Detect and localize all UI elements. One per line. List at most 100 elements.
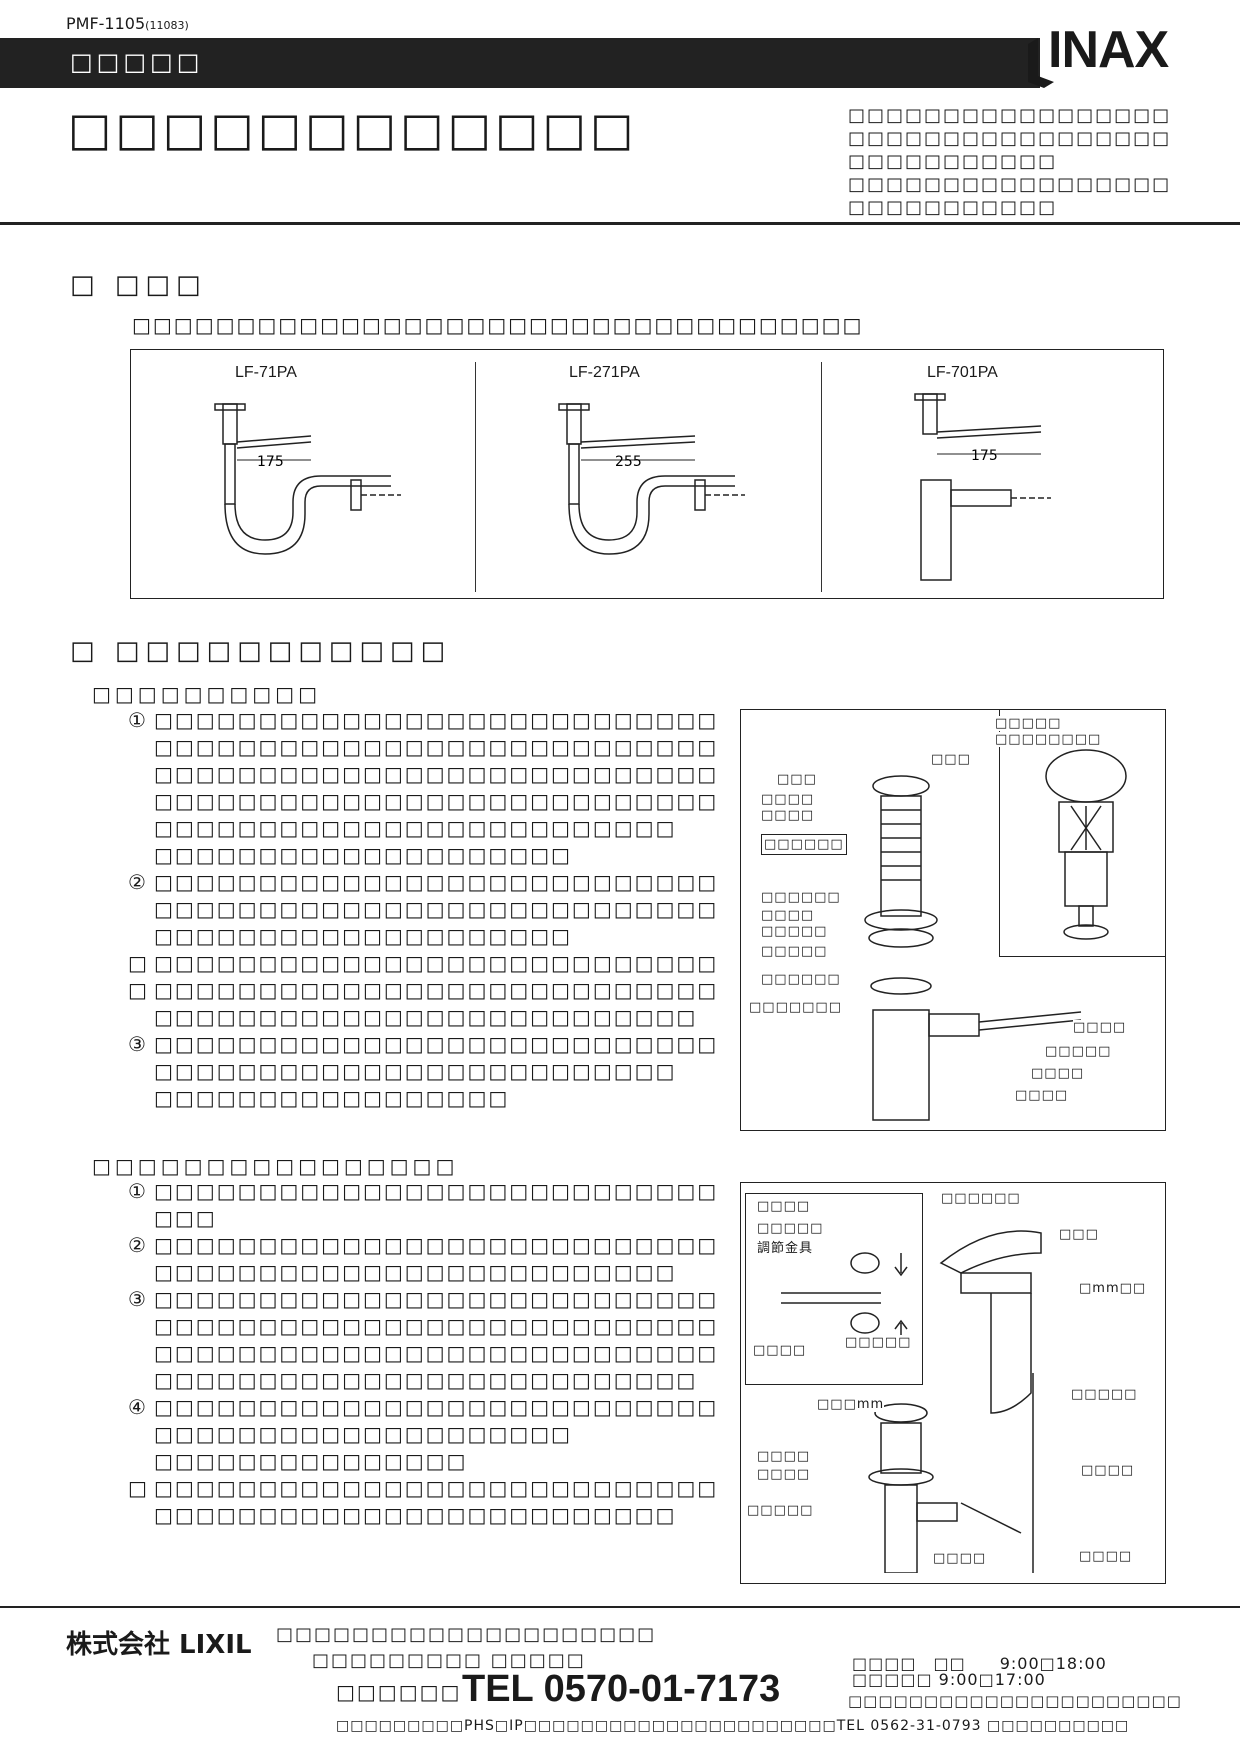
title-note-line: □□□□□□□□□□□□□□□□□ [848, 174, 1172, 195]
step-text: □□□□□□□□□□□□□□□□□□□□□□□□□□□ [154, 1476, 719, 1500]
step-text: □□□□□□□□□□□□□□□□□□□□□□□□□□□ [154, 1314, 719, 1338]
company-name: 株式会社 LIXIL [66, 1630, 252, 1660]
step-text: □□□□□□□□□□□□□□□□□□□□□□□□□□□ [154, 897, 719, 921]
title-note-line: □□□□□□□□□□□ [848, 197, 1058, 218]
step-line: □□□□□□□□□□□□□□□□□□□□□□□□□□□□ [128, 977, 728, 1004]
figure-callout: □□□□□ [995, 716, 1062, 731]
doc-code-main: PMF-1105 [66, 14, 146, 33]
section-heading-products: □ □□□ [70, 270, 207, 300]
step-text: □□□□□□□□□□□□□□□□□□□□□□□□□ [154, 1503, 677, 1527]
step-line: □□□ [128, 1205, 728, 1232]
step-text: □□□□□□□□□□□□□□□□□□□□□□□□□ [154, 816, 677, 840]
step-line: ④□□□□□□□□□□□□□□□□□□□□□□□□□□□ [128, 1394, 728, 1421]
step-line: □□□□□□□□□□□□□□□ [128, 1448, 728, 1475]
step-number: ③ [128, 1287, 148, 1311]
step-text: □□□□□□□□□□□□□□□ [154, 1449, 468, 1473]
step-list-1: ①□□□□□□□□□□□□□□□□□□□□□□□□□□□□□□□□□□□□□□□… [128, 707, 728, 1112]
step-text: □□□□□□□□□□□□□□□□□□□□□□□□□□□ [154, 1032, 719, 1056]
dimension-label: 255 [615, 454, 642, 470]
figure-callout: □□□□ [757, 1199, 811, 1214]
step-text: □□□□□□□□□□□□□□□□□□□□□□□□□□□ [154, 870, 719, 894]
step-item: ②□□□□□□□□□□□□□□□□□□□□□□□□□□□□□□□□□□□□□□□… [128, 1232, 728, 1286]
step-line: □□□□□□□□□□□□□□□□□□□□□□□□□□□ [128, 1340, 728, 1367]
step-line: □□□□□□□□□□□□□□□□□□□□□□□□□□□□ [128, 1475, 728, 1502]
step-item: ④□□□□□□□□□□□□□□□□□□□□□□□□□□□□□□□□□□□□□□□… [128, 1394, 728, 1448]
step-line: ①□□□□□□□□□□□□□□□□□□□□□□□□□□□ [128, 1178, 728, 1205]
subsection-heading-1: □□□□□□□□□□ [92, 682, 321, 706]
figure-callout: □□□ [777, 772, 817, 787]
figure-callout: □□□□ [761, 792, 815, 807]
step-item: □□□□□□□□□□□□□□□□□□□□□□□□□□□□□□□□□□□□□□□□… [128, 1475, 728, 1529]
step-number: ③ [128, 1032, 148, 1056]
tel-number: TEL 0570-01-7173 [462, 1668, 781, 1710]
figure-callout: □□□□ [933, 1551, 987, 1566]
figure-callout: □□□mm [817, 1397, 885, 1412]
header-band [0, 38, 1040, 88]
title-note-line: □□□□□□□□□□□□□□□□□ [848, 105, 1172, 126]
figure-callout: □□□□ [757, 1467, 811, 1482]
step-line: ③□□□□□□□□□□□□□□□□□□□□□□□□□□□ [128, 1031, 728, 1058]
header-divider [0, 222, 1240, 225]
step-text: □□□□□□□□□□□□□□□□□□□□□□□□□□□ [154, 1287, 719, 1311]
step-text: □□□□□□□□□□□□□□□□□□□□□□□□□□ [154, 1368, 698, 1392]
step-line: □□□□□□□□□□□□□□□□□□□□ [128, 1421, 728, 1448]
step-line: ②□□□□□□□□□□□□□□□□□□□□□□□□□□□ [128, 1232, 728, 1259]
step-number: ④ [128, 1395, 148, 1419]
title-note-line: □□□□□□□□□□□ [848, 151, 1058, 172]
footer-divider [0, 1606, 1240, 1608]
title-note-line: □□□□□□□□□□□□□□□□□ [848, 128, 1172, 149]
step-line: □□□□□□□□□□□□□□□□□□□□□□□□□□□ [128, 734, 728, 761]
step-text: □□□□□□□□□□□□□□□□□□□□ [154, 1422, 572, 1446]
step-line: ③□□□□□□□□□□□□□□□□□□□□□□□□□□□ [128, 1286, 728, 1313]
figure-callout: □mm□□ [1079, 1281, 1147, 1296]
bottle-trap-diagram: 175 [914, 393, 1051, 581]
step-text: □□□□□□□□□□□□□□□□□□□□□□□□□□□ [154, 735, 719, 759]
figure-callout: □□□ [1059, 1227, 1099, 1242]
step-item: ①□□□□□□□□□□□□□□□□□□□□□□□□□□□□□□□□□□□□□□□… [128, 707, 728, 869]
step-item: ②□□□□□□□□□□□□□□□□□□□□□□□□□□□□□□□□□□□□□□□… [128, 869, 728, 950]
figure-callout: □□□□□ [1071, 1387, 1138, 1402]
step-line: □□□□□□□□□□□□□□□□□□□□□□□□□□ [128, 1367, 728, 1394]
step-text: □□□□□□□□□□□□□□□□□□□□□□□□□□□ [154, 762, 719, 786]
figure-callout: □□□□ [1079, 1549, 1133, 1564]
step-line: □□□□□□□□□□□□□□□□□□□□□□□□□ [128, 1502, 728, 1529]
product-diagram-panel: LF-71PA LF-271PA LF-701PA 175 [130, 349, 1164, 599]
dimension-label: 175 [257, 454, 284, 470]
figure-callout: □□□□□□ [941, 1191, 1021, 1206]
subsection-heading-2: □□□□□□□□□□□□□□□□ [92, 1154, 459, 1178]
step-line: □□□□□□□□□□□□□□□□□□□□□□□□□□□□ [128, 950, 728, 977]
figure-callout: □□□□□ [845, 1335, 912, 1350]
product-model-label: LF-701PA [927, 364, 998, 381]
step-line: □□□□□□□□□□□□□□□□□□□□□□□□□□□ [128, 788, 728, 815]
figure-callout: □□□□ [1031, 1066, 1085, 1081]
product-model-label: LF-271PA [569, 364, 640, 381]
faucet-diagram [939, 1230, 1042, 1573]
popup-plug-icon [1045, 749, 1127, 940]
step-text: □□□□□□□□□□□□□□□□□□□□□□□□□□□ [154, 1341, 719, 1365]
p-trap-diagram: 175 [214, 403, 401, 555]
doc-code-sub: (11083) [145, 19, 189, 32]
figure-callout: □□□ [931, 752, 971, 767]
document-code: PMF-1105(11083) [66, 14, 189, 33]
lever-adjustment-figure: □□□□ □□□□□ 調節金具 □□□□□□ □□□ □mm□□ □□□□ □□… [740, 1182, 1166, 1584]
step-text: □□□□□□□□□□□□□□□□□□□□□□□□□□□ [154, 1179, 719, 1203]
step-line: □□□□□□□□□□□□□□□□□□□□ [128, 842, 728, 869]
step-line: □□□□□□□□□□□□□□□□□ [128, 1085, 728, 1112]
title-note: □□□□□□□□□□□□□□□□□□□□□□□□□□□□□□□□□□□□□□□□… [848, 104, 1178, 219]
figure-callout: □□□□□ [757, 1221, 824, 1236]
figure-callout: □□□□ [1073, 1020, 1127, 1035]
step-number: □ [128, 951, 149, 975]
figure-callout: □□□□□ [747, 1503, 814, 1518]
step-text: □□□□□□□□□□□□□□□□□□□□□□□□□□□ [154, 951, 719, 975]
footer-contact-note: □□□□□□□□□PHS□IP□□□□□□□□□□□□□□□□□□□□□□TEL… [336, 1718, 1130, 1734]
step-text: □□□□□□□□□□□□□□□□□□□□□□□□□□□ [154, 1233, 719, 1257]
section-heading-installation: □ □□□□□□□□□□□ [70, 636, 452, 666]
business-hours: □□□□ □□ 9:00□18:00 [852, 1654, 1107, 1673]
step-text: □□□□□□□□□□□□□□□□□ [154, 1086, 510, 1110]
figure-callout: □□□□□□□□ [995, 732, 1102, 747]
business-hours: □□□□□ 9:00□17:00 [852, 1670, 1046, 1689]
step-text: □□□□□□□□□□□□□□□□□□□□□□□□□□□ [154, 708, 719, 732]
p-trap-diagram: 255 [558, 403, 745, 555]
figure-callout: □□□□ [761, 808, 815, 823]
panel-divider [821, 362, 822, 592]
